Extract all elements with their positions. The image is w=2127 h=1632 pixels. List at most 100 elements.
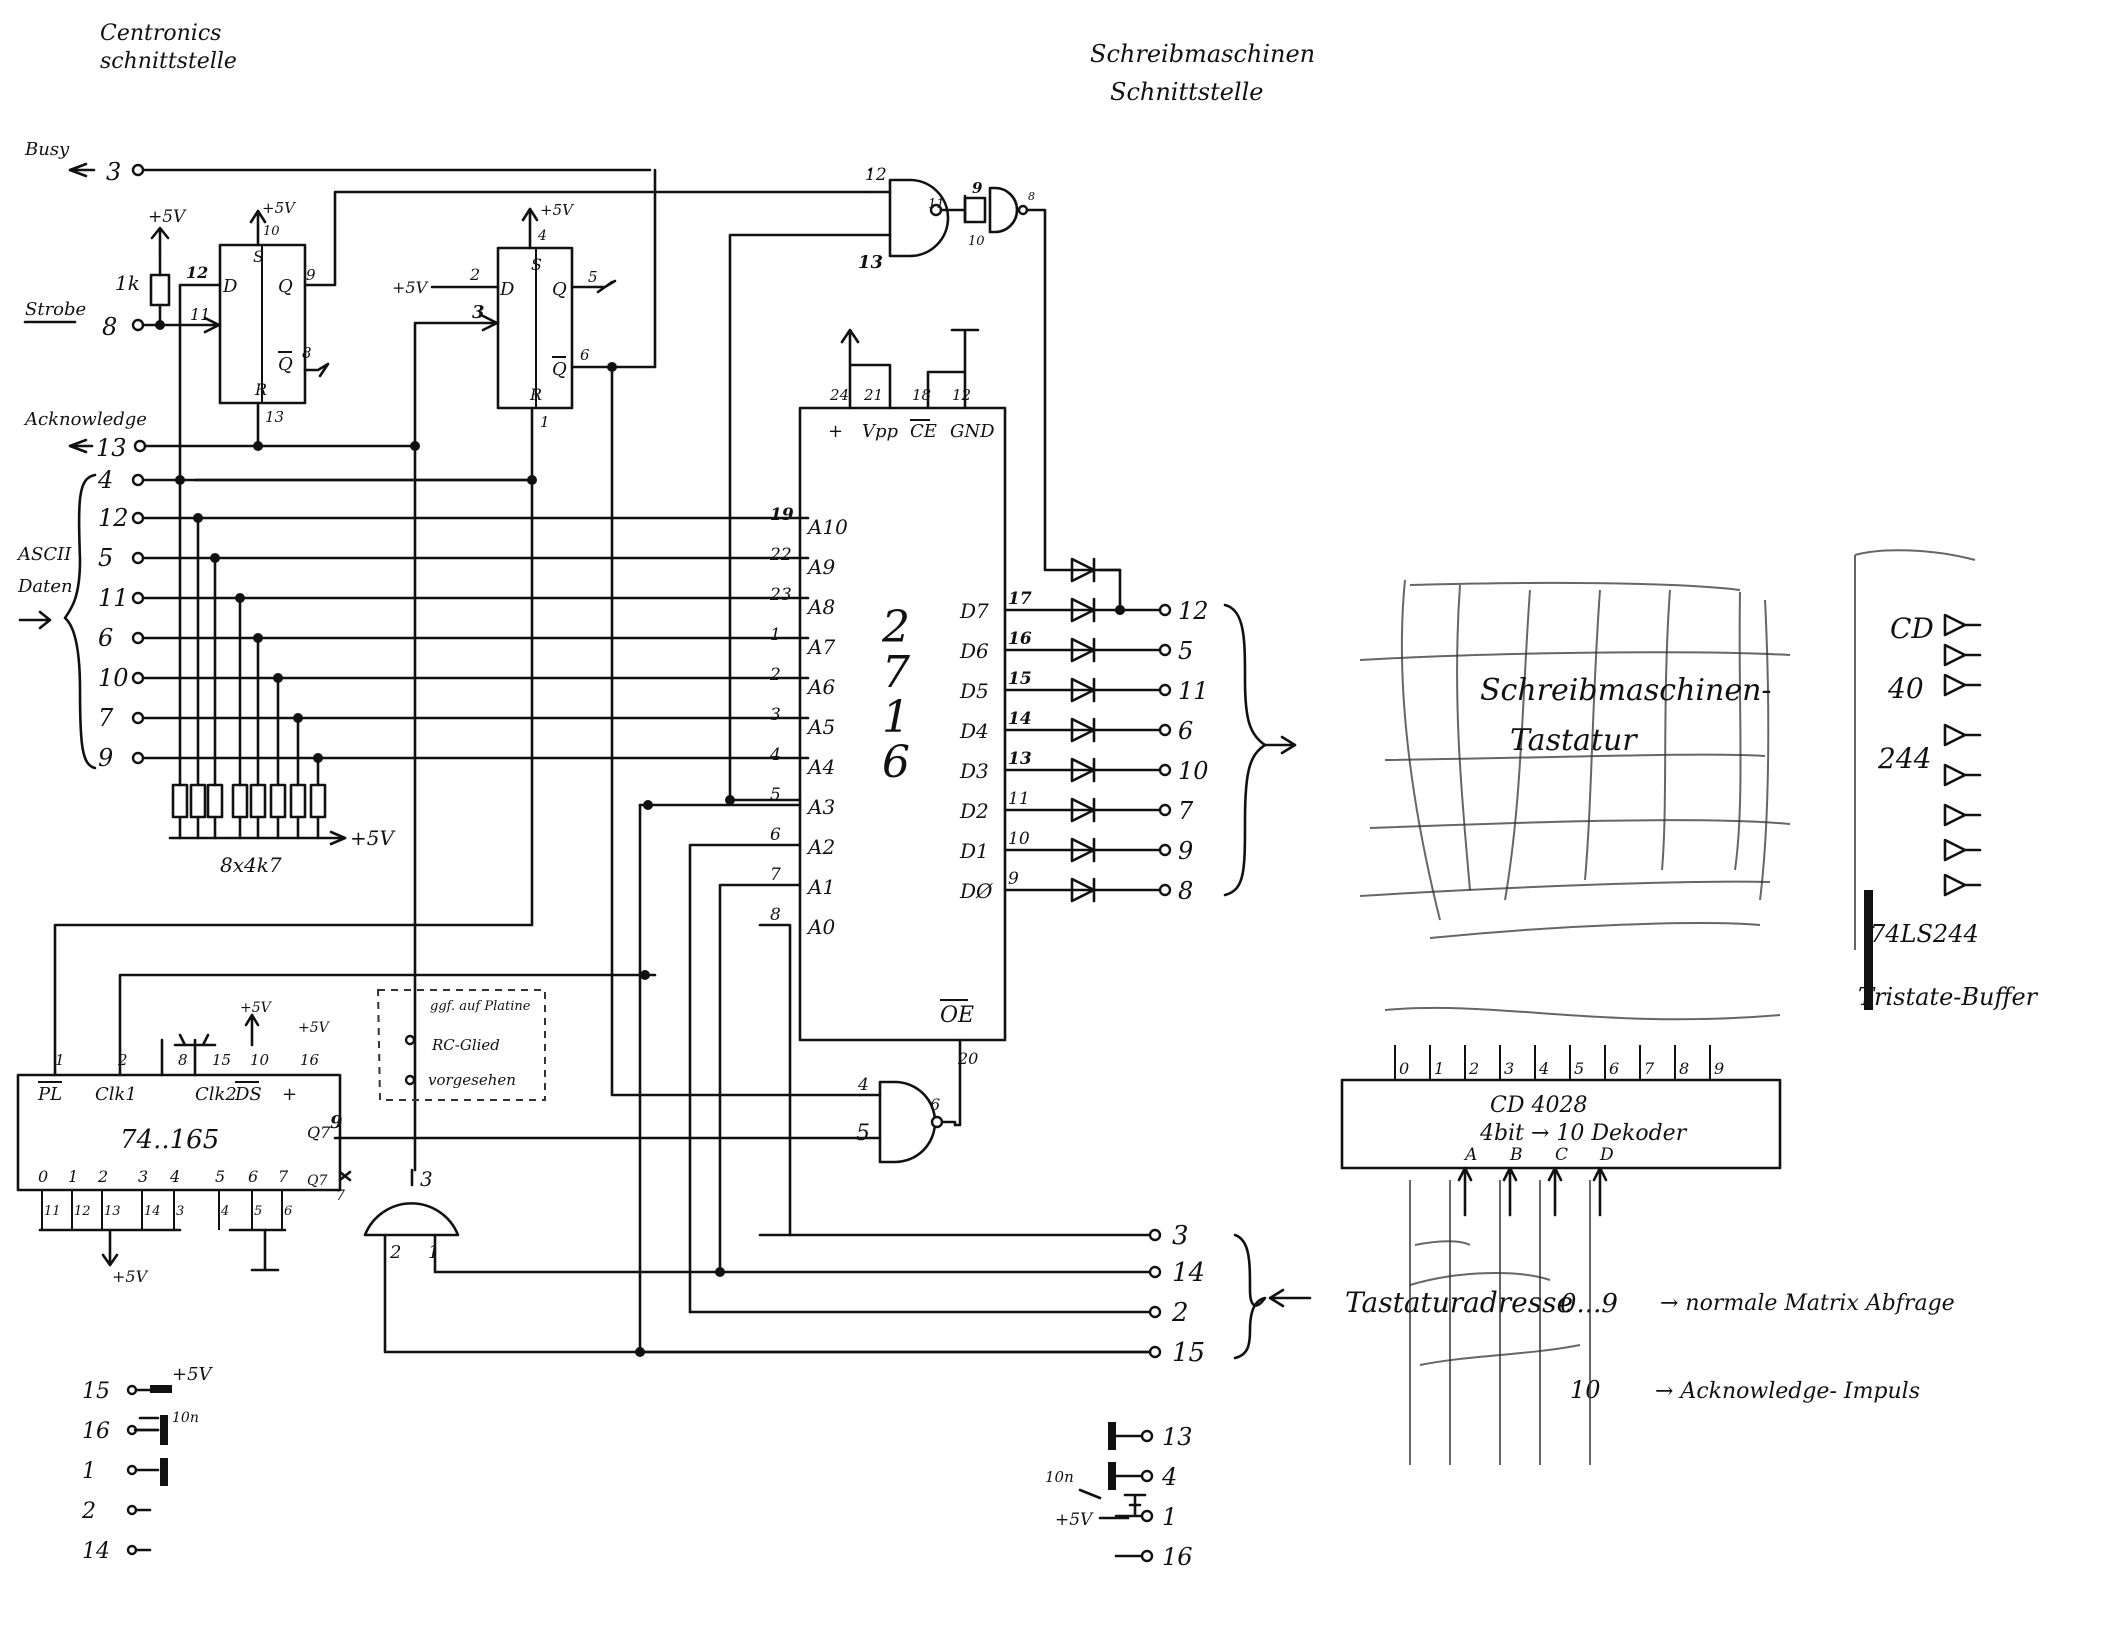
ff2-pin-clk: 3 [472, 302, 485, 323]
eprom-data-num-1: 16 [1008, 629, 1032, 649]
junction-7 [640, 970, 650, 980]
key-address-ten: 10 [1570, 1376, 1601, 1404]
flipflop-1: D S R Q Q 12 11 10 +5V 9 8 13 [141, 190, 872, 480]
key-address-ten-text: → Acknowledge- Impuls [1655, 1379, 1920, 1404]
pullup-resistor [149, 273, 171, 307]
eprom-data-num-6: 10 [1008, 829, 1030, 849]
array-resistor-0 [171, 783, 189, 819]
tw-terminal-2 [1158, 683, 1172, 697]
eprom-data-label-5: D2 [959, 799, 989, 823]
eprom-top-label-1: Vpp [862, 421, 899, 442]
eprom-data-label-4: D3 [959, 759, 989, 783]
eprom-addr-num-3: 1 [770, 625, 781, 645]
key-address-lines [1409, 1180, 1591, 1465]
ascii-arrow [18, 610, 52, 630]
tw-pin-7: 8 [1178, 877, 1193, 905]
shift-bottom-num-1: 12 [74, 1204, 91, 1219]
data-terminal-1 [131, 511, 145, 525]
tristate-buffer: CD 40 244 74LS244 Tristate-Buffer [1854, 549, 2039, 1011]
rc-note-3: vorgesehen [428, 1071, 516, 1089]
data-junction-1 [193, 513, 203, 523]
top-inv-box [963, 196, 987, 224]
decoder-out-1: 1 [1434, 1059, 1444, 1078]
data-pin-4: 6 [98, 624, 113, 652]
keyboard-rows [1359, 581, 1791, 939]
keyboard-columns [1400, 579, 1770, 921]
decoder-out-6: 6 [1609, 1059, 1619, 1078]
top-nand-pin-b: 13 [858, 252, 883, 273]
ascii-brace [63, 473, 97, 770]
tw-pin-5: 7 [1178, 797, 1194, 825]
misc-left-bar-3 [160, 1458, 168, 1486]
decoder-in-1: B [1509, 1145, 1523, 1165]
data-junction-2 [210, 553, 220, 563]
misc-right-terminal-1 [1140, 1469, 1154, 1483]
top-nand-pin-a: 12 [865, 165, 887, 185]
top-nand-pin-out: 11 [928, 197, 945, 212]
ff1-qn-stub [303, 362, 330, 378]
eprom-name-char-3: 6 [882, 737, 910, 788]
strobe-terminal [131, 318, 145, 332]
eprom-name-char-0: 2 [881, 602, 910, 653]
data-junction-5 [273, 673, 283, 683]
top-gates: 12 13 11 9 10 8 [728, 165, 1122, 802]
misc-right-supply: +5V [1055, 1510, 1094, 1530]
misc-right-pin-2: 1 [1162, 1503, 1177, 1531]
array-resistor-7 [309, 783, 327, 819]
shift-body [16, 1073, 342, 1192]
ff1-r: R [254, 380, 267, 399]
shift-bit-6: 6 [248, 1167, 258, 1186]
shift-top-label-1: Clk1 [95, 1084, 137, 1105]
data-pin-0: 4 [97, 466, 113, 494]
pullup-value: 1k [115, 271, 140, 295]
shift-pin-q: 9 [330, 1112, 343, 1133]
eprom-addr-num-4: 2 [769, 665, 781, 685]
misc-right-pin-3: 16 [1162, 1543, 1193, 1571]
shift-supply-arrow [101, 1228, 119, 1267]
tw-pin-3: 6 [1178, 717, 1193, 745]
ff2-pin-r: 1 [540, 413, 550, 431]
keyboard-label-1: Schreibmaschinen- [1480, 673, 1772, 708]
data-terminal-4 [131, 631, 145, 645]
data-terminal-3 [131, 591, 145, 605]
ff1-s-arrow [249, 209, 267, 247]
shift-bit-7: 7 [278, 1167, 289, 1186]
misc-right-cap [1123, 1493, 1147, 1517]
keyboard-sketch: Schreibmaschinen- Tastatur [1359, 579, 1791, 939]
decoder-out-5: 5 [1574, 1059, 1584, 1078]
decoder-out-4: 4 [1538, 1059, 1549, 1078]
ff2-s: S [531, 255, 542, 274]
shift-bottom-num-0: 11 [44, 1204, 61, 1219]
eprom-oe-pin: 20 [957, 1049, 978, 1068]
rc-note-2: RC-Glied [431, 1036, 500, 1054]
eprom-data-num-4: 13 [1008, 749, 1032, 769]
rc-dot-1 [404, 1034, 416, 1046]
eprom-top-label-2: CE [910, 421, 937, 442]
eprom-addr-num-9: 7 [770, 865, 781, 885]
key-address-range-text: → normale Matrix Abfrage [1660, 1291, 1955, 1316]
misc-right-arrow [1078, 1488, 1130, 1520]
decoder-out-0: 0 [1399, 1059, 1409, 1078]
misc-left-bar-1 [150, 1385, 172, 1393]
eprom-top-num-1: 21 [863, 386, 883, 404]
shift-top-num-1: 2 [117, 1051, 128, 1069]
tw-pin-6: 9 [1178, 837, 1193, 865]
decoder-desc: 4bit → 10 Dekoder [1479, 1121, 1688, 1146]
keyboard-label-2: Tastatur [1510, 723, 1638, 758]
shift-bit-0: 0 [38, 1167, 48, 1186]
data-terminal-7 [131, 751, 145, 765]
shift-gnd [250, 1228, 280, 1272]
tw-diode-3 [1070, 717, 1096, 743]
misc-right-terminal-0 [1140, 1429, 1154, 1443]
junction-2 [410, 441, 420, 451]
buffer-tri-1 [1943, 643, 1982, 667]
addr-out-terminal-0 [1148, 1228, 1162, 1242]
eprom-addr-label-2: A8 [806, 595, 835, 619]
array-resistor-3 [231, 783, 249, 819]
array-resistor-5 [269, 783, 287, 819]
